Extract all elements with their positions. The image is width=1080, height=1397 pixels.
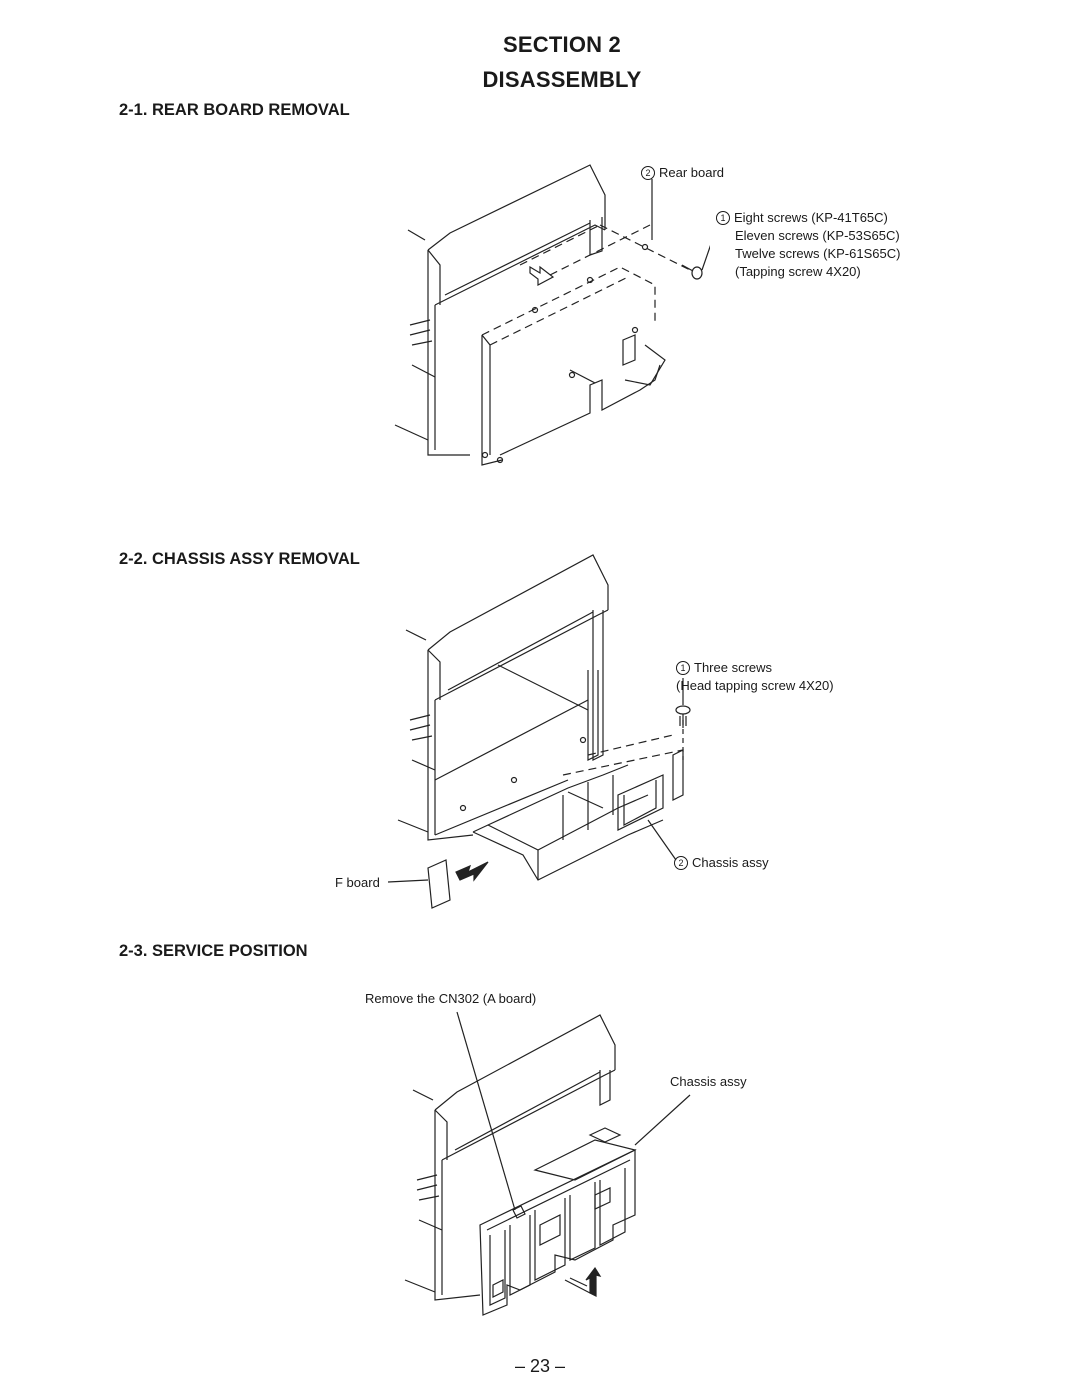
page-number: – 23 – bbox=[514, 1356, 566, 1376]
section-number: SECTION 2 bbox=[503, 32, 621, 57]
callout-number: 1 bbox=[716, 211, 730, 225]
screws-line-3: Twelve screws (KP-61S65C) bbox=[735, 246, 901, 261]
chassis-assy-text: Chassis assy bbox=[692, 855, 769, 870]
head-tapping-text: (Head tapping screw 4X20) bbox=[676, 678, 834, 693]
callout-number: 1 bbox=[676, 661, 690, 675]
rear-board-removal-diagram bbox=[390, 155, 710, 480]
three-screws-text: Three screws bbox=[694, 660, 773, 675]
callout-number: 2 bbox=[641, 166, 655, 180]
screws-line-4: (Tapping screw 4X20) bbox=[735, 264, 861, 279]
label-chassis-assy: 2 Chassis assy bbox=[674, 854, 769, 872]
heading-chassis-assy-removal: 2-2. CHASSIS ASSY REMOVAL bbox=[119, 550, 360, 568]
page-title: DISASSEMBLY bbox=[482, 67, 642, 92]
label-screws: 1 Eight screws (KP-41T65C) Eleven screws … bbox=[716, 209, 900, 281]
screws-line-1: Eight screws (KP-41T65C) bbox=[734, 210, 888, 225]
rear-board-text: Rear board bbox=[659, 165, 725, 180]
chassis-assy-removal-diagram bbox=[388, 550, 708, 910]
label-remove-cn302: Remove the CN302 (A board) bbox=[365, 991, 537, 1006]
heading-service-position: 2-3. SERVICE POSITION bbox=[119, 942, 308, 960]
label-service-chassis-assy: Chassis assy bbox=[670, 1074, 747, 1089]
label-f-board: F board bbox=[335, 875, 380, 890]
label-rear-board: 2 Rear board bbox=[641, 164, 724, 182]
service-position-diagram bbox=[395, 1010, 700, 1325]
label-three-screws: 1 Three screws (Head tapping screw 4X20) bbox=[676, 659, 834, 695]
callout-number: 2 bbox=[674, 856, 688, 870]
heading-rear-board-removal: 2-1. REAR BOARD REMOVAL bbox=[119, 101, 350, 119]
screws-line-2: Eleven screws (KP-53S65C) bbox=[735, 228, 900, 243]
